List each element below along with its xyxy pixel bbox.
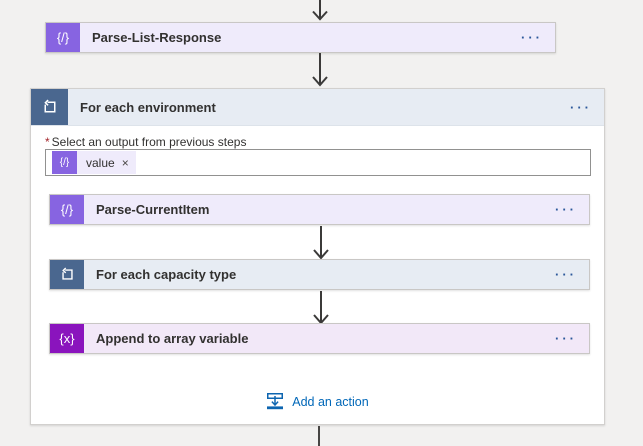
action-menu-button[interactable]: ··· [555,202,577,217]
output-select-input[interactable]: {/} value × [45,149,591,176]
add-action-button[interactable]: Add an action [31,393,604,410]
action-card-append-to-array-variable[interactable]: {x} Append to array variable ··· [49,323,590,354]
action-card-parse-currentitem[interactable]: {/} Parse-CurrentItem ··· [49,194,590,225]
field-label: *Select an output from previous steps [45,135,246,149]
action-menu-button[interactable]: ··· [555,267,577,282]
add-action-icon [266,393,284,410]
add-action-label: Add an action [292,394,369,409]
scope-title: For each environment [80,99,216,115]
action-title: Parse-List-Response [92,30,222,45]
token-label: value [86,155,115,170]
parse-json-icon: {/} [46,23,80,52]
token-remove-button[interactable]: × [121,155,129,170]
scope-menu-button[interactable]: ··· [570,99,592,115]
parse-json-glyph: {/} [60,202,74,217]
down-arrow [309,0,331,21]
scope-header-for-each-environment[interactable]: For each environment ··· [31,89,604,126]
variable-icon: {x} [50,324,84,353]
action-title: Append to array variable [96,331,249,346]
required-marker: * [45,135,50,149]
parse-json-icon: {/} [50,195,84,224]
action-card-for-each-capacity-type[interactable]: For each capacity type ··· [49,259,590,290]
action-title: Parse-CurrentItem [96,202,210,217]
variable-glyph: {x} [59,331,75,346]
down-arrow [310,226,332,260]
action-card-parse-list-response[interactable]: {/} Parse-List-Response ··· [45,22,556,53]
action-title: For each capacity type [96,267,237,282]
field-label-text: Select an output from previous steps [51,135,247,149]
down-arrow [309,53,331,87]
action-menu-button[interactable]: ··· [555,331,577,346]
apply-to-each-icon [50,260,84,289]
action-menu-button[interactable]: ··· [521,30,543,45]
dynamic-content-token-value[interactable]: {/} value × [52,151,136,174]
parse-json-glyph: {/} [56,30,70,45]
apply-to-each-icon [31,89,68,125]
down-arrow [310,291,332,325]
parse-json-icon: {/} [52,151,77,174]
foreach-environment-scope: For each environment ··· *Select an outp… [30,88,605,425]
connector-line [318,426,320,446]
parse-json-glyph: {/} [59,157,70,168]
